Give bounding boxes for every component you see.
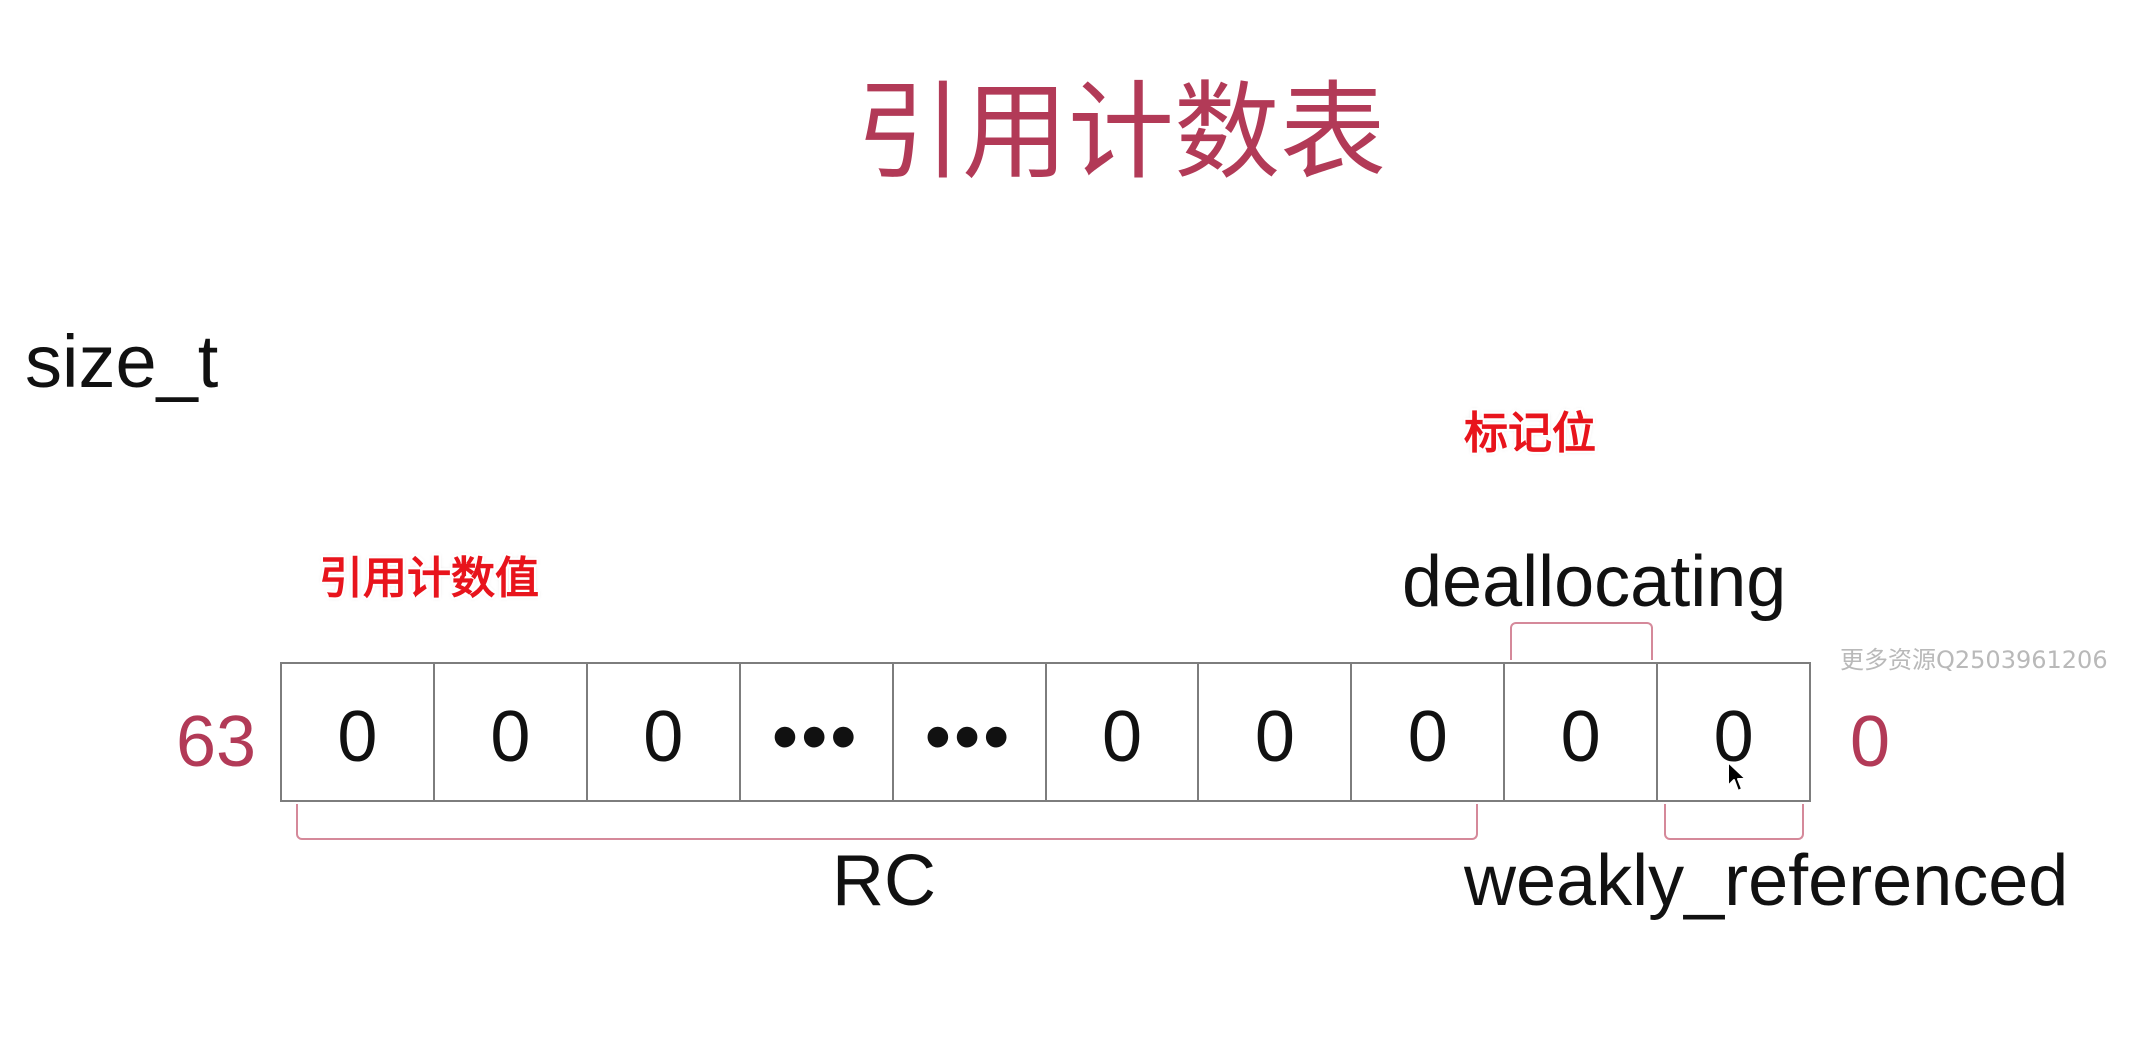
bit-cell: 0 bbox=[435, 664, 588, 800]
bracket-rc bbox=[296, 804, 1478, 840]
annotation-ref-count-value: 引用计数值 bbox=[319, 553, 539, 604]
annotation-flag-bits: 标记位 bbox=[1464, 408, 1596, 459]
bit-cell: 0 bbox=[1199, 664, 1353, 800]
label-weakly-referenced: weakly_referenced bbox=[1464, 841, 2069, 921]
bit-cell-ellipsis: ••• bbox=[894, 664, 1047, 800]
mouse-cursor-icon bbox=[1727, 761, 1747, 792]
bit-cell-weakly-referenced: 0 bbox=[1713, 697, 1754, 777]
low-bit-index: 0 bbox=[1850, 702, 1891, 782]
watermark: 更多资源Q2503961206 bbox=[1840, 646, 2108, 674]
label-deallocating: deallocating bbox=[1402, 542, 1787, 622]
bit-cell-deallocating: 0 bbox=[1505, 664, 1659, 800]
bracket-weakly-referenced bbox=[1664, 804, 1804, 840]
high-bit-index: 63 bbox=[176, 702, 257, 782]
bit-cell: 0 bbox=[588, 664, 741, 800]
bit-cell: 0 bbox=[282, 664, 435, 800]
label-rc: RC bbox=[832, 841, 936, 921]
type-label: size_t bbox=[25, 320, 219, 403]
bracket-deallocating bbox=[1510, 622, 1653, 660]
bit-row: 0 0 0 ••• ••• 0 0 0 0 0 bbox=[280, 662, 1811, 802]
bit-cell: 0 bbox=[1352, 664, 1506, 800]
page-title: 引用计数表 bbox=[856, 71, 1386, 194]
bit-cell: 0 bbox=[1047, 664, 1200, 800]
bit-cell-ellipsis: ••• bbox=[741, 664, 894, 800]
